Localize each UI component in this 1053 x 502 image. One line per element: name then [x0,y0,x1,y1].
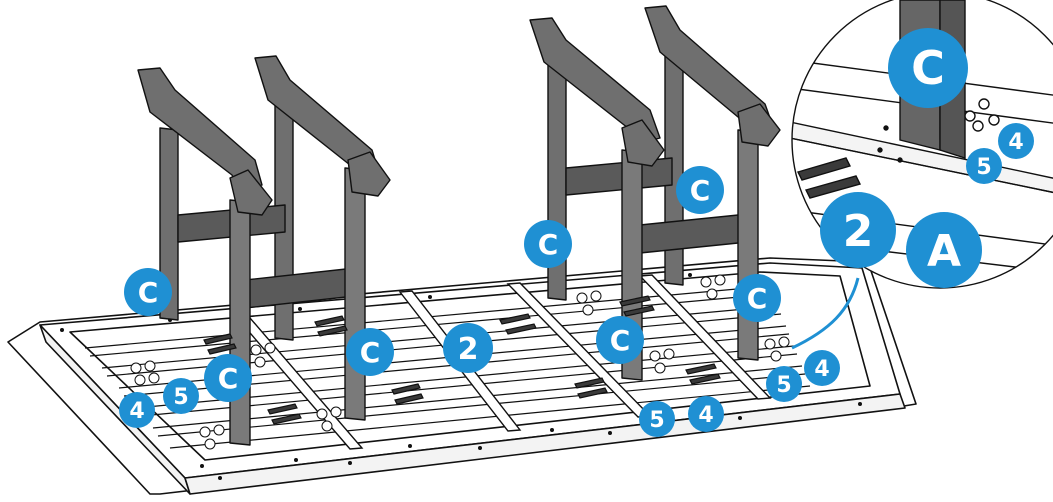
svg-text:4: 4 [814,357,829,382]
svg-text:4: 4 [129,399,144,424]
svg-text:4: 4 [698,403,713,428]
svg-text:5: 5 [776,373,791,398]
svg-text:5: 5 [649,408,664,433]
callout-c-1: C [124,268,172,316]
svg-text:5: 5 [173,385,188,410]
callout-5-inset: 5 [966,148,1002,184]
callout-4-2: 4 [688,396,724,432]
callout-a-inset: A [906,212,982,288]
svg-text:C: C [610,324,631,357]
callout-c-inset: C [888,28,968,108]
callout-2-1: 2 [443,323,493,373]
callout-c-2: C [204,354,252,402]
callout-c-7: C [733,274,781,322]
svg-text:2: 2 [843,206,874,257]
svg-text:A: A [927,226,961,277]
callout-5-3: 5 [766,366,802,402]
svg-text:2: 2 [458,332,479,367]
svg-text:C: C [911,41,945,95]
svg-text:C: C [360,336,381,369]
callout-4-inset: 4 [998,123,1034,159]
svg-text:C: C [538,228,559,261]
callout-2-inset: 2 [820,192,896,268]
svg-text:C: C [690,174,711,207]
svg-text:C: C [218,362,239,395]
callout-c-6: C [596,316,644,364]
callout-5-1: 5 [163,378,199,414]
callout-c-5: C [676,166,724,214]
callout-c-3: C [346,328,394,376]
svg-text:C: C [747,282,768,315]
callout-5-2: 5 [639,401,675,437]
callout-4-3: 4 [804,350,840,386]
callout-4-1: 4 [119,392,155,428]
svg-text:C: C [138,276,159,309]
svg-text:5: 5 [976,155,991,180]
callout-c-4: C [524,220,572,268]
svg-text:4: 4 [1008,130,1023,155]
bolt-icon [203,295,721,425]
washer-nut-icon [130,274,790,450]
